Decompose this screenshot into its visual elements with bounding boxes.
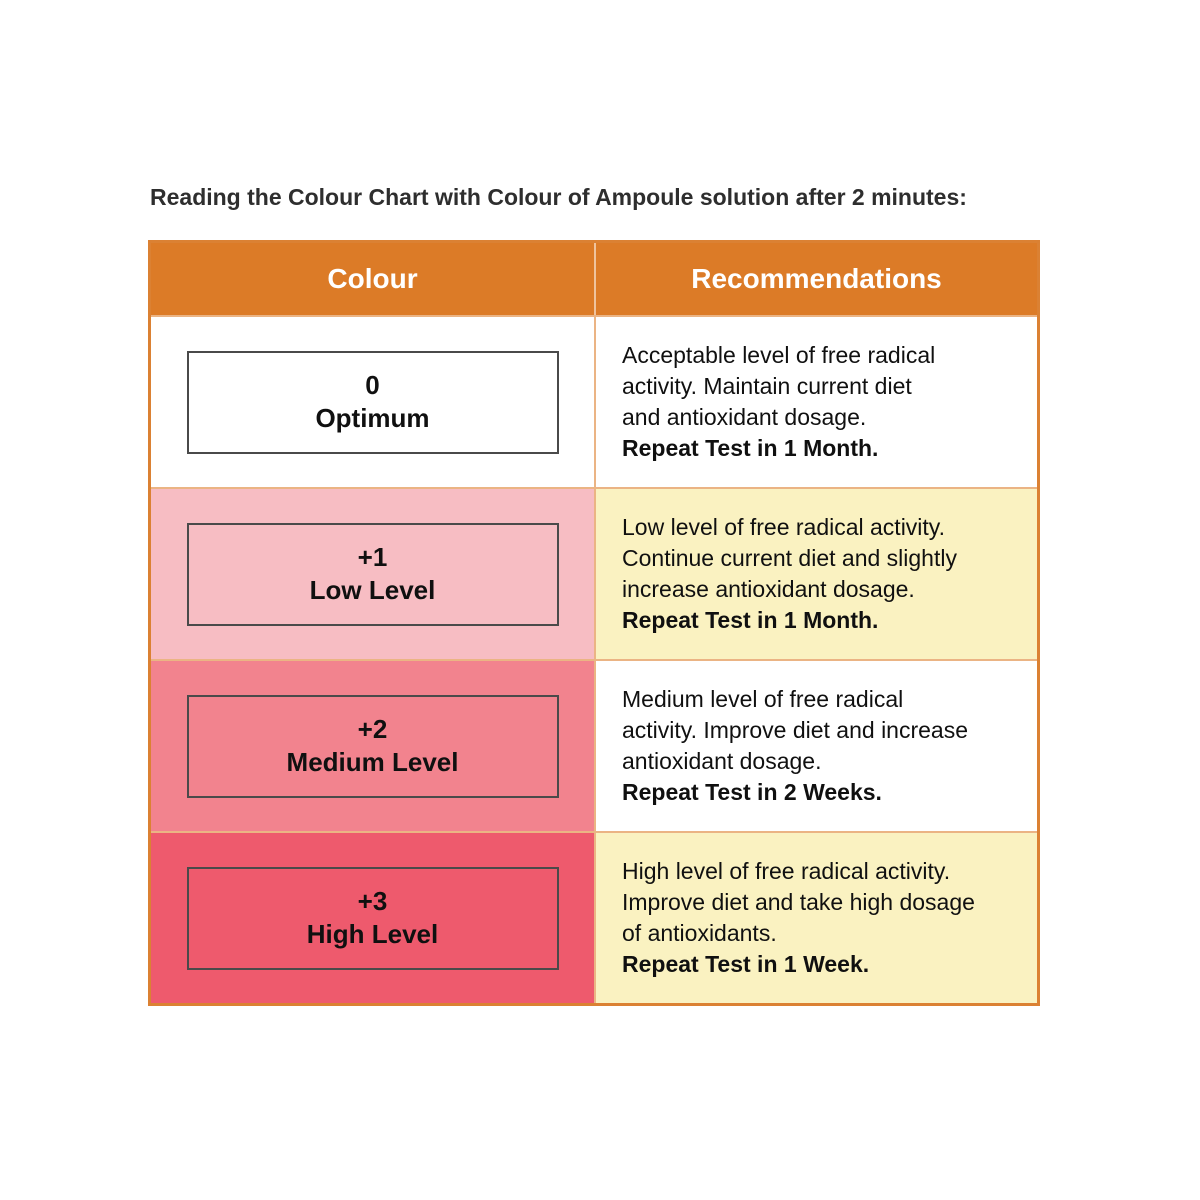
recommendation-cell: Medium level of free radical activity. I…: [594, 661, 1037, 831]
recommendation-cell: High level of free radical activity. Imp…: [594, 833, 1037, 1003]
recommendation-line: Improve diet and take high dosage: [622, 889, 975, 915]
colour-sample-box: 0 Optimum: [186, 350, 559, 454]
grade-label: Low Level: [309, 575, 436, 605]
repeat-test-line: Repeat Test in 1 Month.: [622, 435, 879, 461]
colour-cell-high: +3 High Level: [151, 833, 594, 1003]
colour-sample-box: +3 High Level: [186, 866, 559, 970]
grade-value: +2: [357, 714, 388, 744]
colour-cell-medium: +2 Medium Level: [151, 661, 594, 831]
recommendation-text: High level of free radical activity. Imp…: [622, 856, 975, 980]
recommendation-line: and antioxidant dosage.: [622, 404, 867, 430]
grade-label: Medium Level: [286, 747, 459, 777]
recommendation-cell: Low level of free radical activity. Cont…: [594, 489, 1037, 659]
table-row: +1 Low Level Low level of free radical a…: [151, 487, 1037, 659]
colour-sample-box: +1 Low Level: [186, 522, 559, 626]
colour-chart-table: Colour Recommendations 0 Optimum Accepta…: [148, 240, 1040, 1006]
repeat-test-line: Repeat Test in 2 Weeks.: [622, 779, 882, 805]
grade-value: +3: [357, 886, 388, 916]
recommendation-line: Acceptable level of free radical: [622, 342, 936, 368]
header-recommendations: Recommendations: [594, 243, 1037, 315]
table-row: 0 Optimum Acceptable level of free radic…: [151, 315, 1037, 487]
repeat-test-line: Repeat Test in 1 Week.: [622, 951, 870, 977]
recommendation-text: Medium level of free radical activity. I…: [622, 684, 968, 808]
grade-value: +1: [357, 542, 388, 572]
recommendation-line: Medium level of free radical: [622, 686, 904, 712]
header-colour: Colour: [327, 263, 418, 294]
table-row: +3 High Level High level of free radical…: [151, 831, 1037, 1003]
recommendation-line: Continue current diet and slightly: [622, 545, 957, 571]
recommendation-line: activity. Improve diet and increase: [622, 717, 969, 743]
recommendation-cell: Acceptable level of free radical activit…: [594, 317, 1037, 487]
grade-label: Optimum: [315, 403, 430, 433]
table-header-row: Colour Recommendations: [151, 243, 1037, 315]
recommendation-line: increase antioxidant dosage.: [622, 576, 915, 602]
colour-cell-low: +1 Low Level: [151, 489, 594, 659]
recommendation-line: of antioxidants.: [622, 920, 777, 946]
recommendation-line: Low level of free radical activity.: [622, 514, 945, 540]
colour-cell-optimum: 0 Optimum: [151, 317, 594, 487]
recommendation-text: Low level of free radical activity. Cont…: [622, 512, 957, 636]
page-title: Reading the Colour Chart with Colour of …: [150, 184, 967, 210]
grade-value: 0: [365, 370, 380, 400]
table-row: +2 Medium Level Medium level of free rad…: [151, 659, 1037, 831]
recommendation-line: antioxidant dosage.: [622, 748, 822, 774]
colour-sample-box: +2 Medium Level: [186, 694, 559, 798]
repeat-test-line: Repeat Test in 1 Month.: [622, 607, 879, 633]
grade-label: High Level: [306, 919, 439, 949]
recommendation-text: Acceptable level of free radical activit…: [622, 340, 935, 464]
recommendation-line: activity. Maintain current diet: [622, 373, 912, 399]
recommendation-line: High level of free radical activity.: [622, 858, 951, 884]
